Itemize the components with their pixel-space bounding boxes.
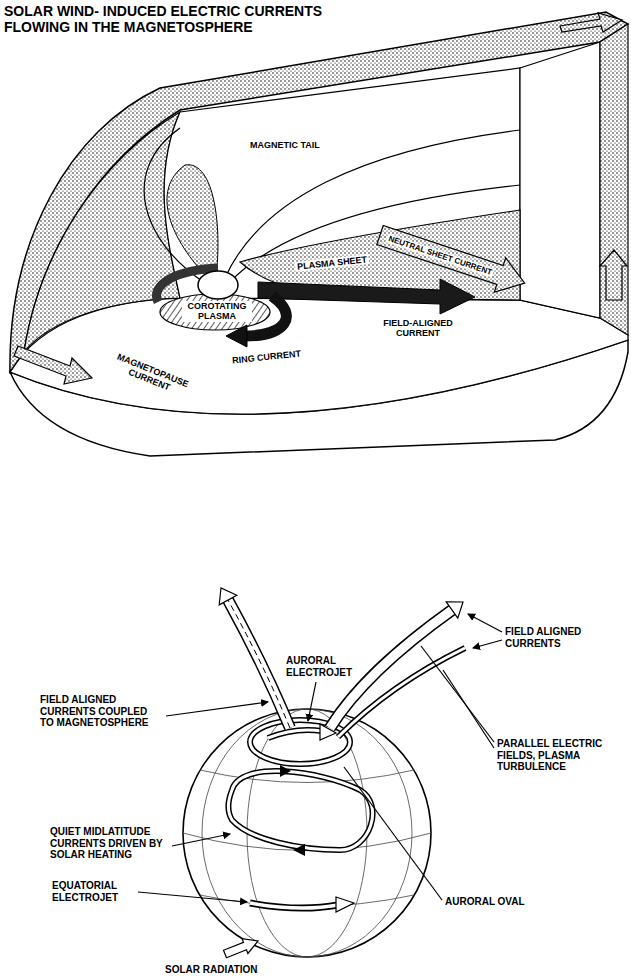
magnetopause-current-arrow [560,13,622,32]
field-loop [167,165,218,280]
auroral-electrojet-arrow [268,730,322,738]
leader-line [166,702,268,716]
dayside-cap [24,112,180,352]
label: AURORAL ELECTROJET [286,655,358,678]
label: AURORAL OVAL [445,896,525,908]
magnetopause-current-arrow [14,346,92,384]
earth [198,271,238,299]
magnetopause-current-arrow [600,250,627,300]
meridian [247,709,367,957]
title: SOLAR WIND- INDUCED ELECTRIC CURRENTS FL… [4,3,369,35]
label: FIELD ALIGNED CURRENTS [505,626,600,649]
globe [183,709,431,957]
field-aligned-current-band [228,600,290,728]
equatorial-electrojet-arrow [250,903,338,908]
field-aligned-current-band [228,600,290,728]
label: MAGNETOPAUSE CURRENT [107,349,194,400]
meridian [202,709,412,957]
tail-shell-band [600,24,628,335]
label: RING CURRENT [232,348,302,365]
label: NEUTRAL SHEET CURRENT [385,234,494,278]
label: COROTATING PLASMA [182,301,252,322]
field-aligned-current-band [338,648,465,737]
label: EQUATORIAL ELECTROJET [52,880,134,903]
leader-line [172,834,230,846]
leader-line [443,670,494,748]
leader-line [473,640,502,648]
equatorial-electrojet-head [336,897,354,912]
field-aligned-current-band [338,648,465,737]
leader-line [421,646,494,742]
tail-back-wall [520,42,600,318]
label: FIELD ALIGNED CURRENTS COUPLED TO MAGNET… [40,694,162,729]
label: QUIET MIDLATITUDE CURRENTS DRIVEN BY SOL… [50,826,168,861]
equatorial-electrojet-arrow [250,903,338,908]
current-arrowhead [280,765,291,777]
label: PLASMA SHEET [295,254,370,272]
field-aligned-current-head [446,602,463,618]
auroral-electrojet-arrow [268,730,322,738]
magnetopause-shell [10,12,628,372]
field-aligned-current-band [228,600,290,728]
label: PARALLEL ELECTRIC FIELDS, PLASMA TURBULE… [497,738,619,773]
field-aligned-current-arrow [258,279,475,314]
equatorial-floor [10,298,628,414]
current-arrowhead [293,844,305,856]
label: FIELD-ALIGNED CURRENT [378,318,458,339]
ring-current-head [226,325,247,347]
leader-line [468,614,502,632]
solar-radiation-arrow [224,939,259,958]
label: SOLAR RADIATION [165,964,258,976]
midlatitude-current-loop [228,771,372,850]
field-aligned-current-head [219,588,237,605]
leader-line [344,767,442,900]
leader-line [138,892,247,902]
midlatitude-current-loop [228,771,372,850]
leader-line [308,682,316,721]
neutral-sheet-current-arrow [377,226,525,293]
label: MAGNETIC TAIL [250,140,320,150]
